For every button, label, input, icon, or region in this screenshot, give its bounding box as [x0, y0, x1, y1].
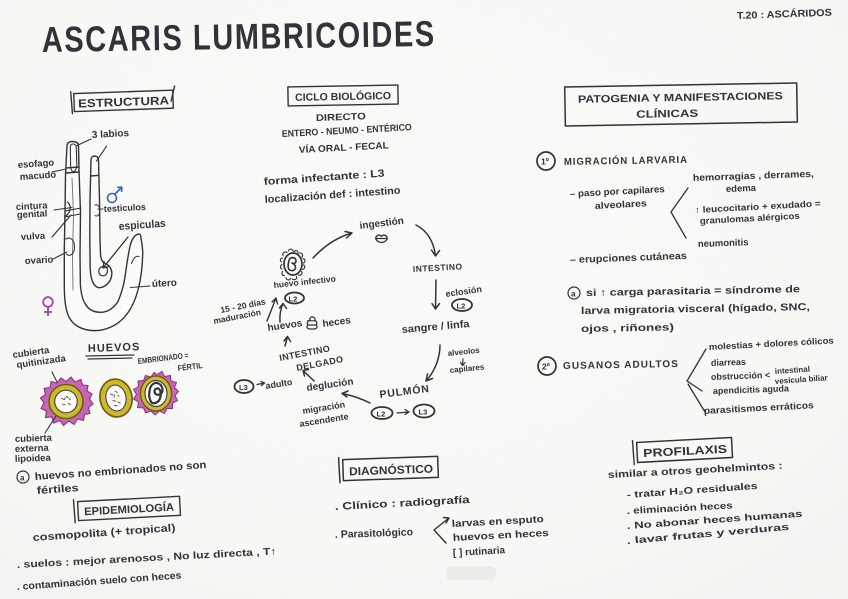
svg-text:alveolos: alveolos — [447, 346, 480, 358]
svg-text:EPIDEMIOLOGÍA: EPIDEMIOLOGÍA — [84, 501, 175, 519]
svg-text:ovario: ovario — [25, 255, 54, 267]
svg-text:fértiles: fértiles — [36, 482, 79, 497]
svg-text:PULMÓN: PULMÓN — [379, 382, 431, 401]
svg-text:larva migratoria visceral (híg: larva migratoria visceral (hígado, SNC, — [581, 302, 810, 317]
svg-text:capilares: capilares — [449, 362, 485, 375]
svg-text:ESTRUCTURA: ESTRUCTURA — [78, 95, 169, 110]
svg-text:externa: externa — [15, 443, 50, 455]
svg-text:L3: L3 — [419, 408, 428, 417]
svg-text:PATOGENIA Y MANIFESTACIONES: PATOGENIA Y MANIFESTACIONES — [578, 90, 783, 106]
svg-text:HUEVOS: HUEVOS — [88, 341, 141, 355]
svg-text:[ ] rutinaria: [ ] rutinaria — [453, 545, 506, 559]
svg-text:FÉRTIL: FÉRTIL — [177, 361, 203, 373]
svg-text:intestinal: intestinal — [775, 365, 811, 376]
svg-text:ojos , riñones): ojos , riñones) — [581, 322, 674, 335]
svg-text:L2: L2 — [377, 410, 386, 419]
svg-text:PROFILAXIS: PROFILAXIS — [643, 444, 728, 460]
svg-text:GUSANOS ADULTOS: GUSANOS ADULTOS — [563, 359, 679, 372]
svg-text:a: a — [571, 290, 576, 299]
svg-text:cubierta: cubierta — [12, 345, 51, 361]
svg-text:a: a — [20, 474, 25, 483]
svg-text:útero: útero — [152, 278, 178, 290]
svg-text:neumonitis: neumonitis — [698, 237, 749, 250]
svg-text:INTESTINO: INTESTINO — [413, 261, 463, 274]
svg-text:vulva: vulva — [21, 231, 47, 243]
svg-text:huevos en heces: huevos en heces — [453, 528, 550, 544]
svg-text:VÍA ORAL - FECAL: VÍA ORAL - FECAL — [299, 140, 390, 156]
svg-text:– erupciones cutáneas: – erupciones cutáneas — [570, 251, 688, 266]
svg-text:CLÍNICAS: CLÍNICAS — [636, 107, 698, 121]
svg-text:apendicitis aguda: apendicitis aguda — [713, 383, 790, 396]
svg-text:L2: L2 — [289, 295, 298, 304]
svg-text:alveolares: alveolares — [595, 198, 648, 212]
svg-text:ASCARIS LUMBRICOIDES: ASCARIS LUMBRICOIDES — [41, 13, 436, 60]
svg-text:– paso por capilares: – paso por capilares — [570, 184, 665, 200]
svg-text:DIRECTO: DIRECTO — [316, 111, 366, 124]
svg-text:2º: 2º — [542, 362, 550, 372]
svg-text:adulto: adulto — [265, 377, 294, 391]
svg-text:diarreas: diarreas — [711, 357, 746, 368]
svg-text:CICLO BIOLÓGICO: CICLO BIOLÓGICO — [295, 89, 391, 104]
svg-text:obstrucción <: obstrucción < — [711, 370, 771, 382]
svg-text:edema: edema — [726, 183, 757, 195]
svg-text:DIAGNÓSTICO: DIAGNÓSTICO — [349, 462, 433, 478]
svg-text:3 labios: 3 labios — [92, 128, 130, 141]
svg-text:sangre / linfa: sangre / linfa — [401, 318, 470, 336]
svg-text:larvas en esputo: larvas en esputo — [452, 514, 544, 530]
svg-text:L2: L2 — [457, 302, 466, 311]
svg-text:espiculas: espiculas — [118, 218, 166, 233]
svg-text:. Parasitológico: . Parasitológico — [335, 526, 414, 541]
svg-text:cintura: cintura — [16, 200, 49, 213]
svg-text:ingestión: ingestión — [359, 216, 404, 232]
svg-text:hemorragias , derrames,: hemorragias , derrames, — [693, 169, 814, 184]
svg-text:L3: L3 — [239, 383, 248, 392]
svg-text:T.20 : ASCÁRIDOS: T.20 : ASCÁRIDOS — [737, 6, 833, 22]
svg-text:1º: 1º — [541, 157, 549, 167]
svg-text:cubierta: cubierta — [15, 433, 53, 445]
svg-text:esofago: esofago — [17, 157, 54, 171]
svg-text:lipoidea: lipoidea — [15, 453, 52, 465]
svg-text:huevos: huevos — [267, 318, 304, 334]
svg-text:MIGRACIÓN LARVARIA: MIGRACIÓN LARVARIA — [564, 153, 688, 168]
svg-text:vesícula biliar: vesícula biliar — [775, 373, 828, 386]
svg-text:genital: genital — [17, 208, 48, 221]
svg-text:si ↑ carga parasitaria = síndr: si ↑ carga parasitaria = síndrome de — [586, 284, 801, 299]
svg-text:heces: heces — [322, 315, 352, 330]
svg-text:macudo: macudo — [19, 169, 56, 183]
svg-text:testiculos: testiculos — [104, 202, 146, 214]
